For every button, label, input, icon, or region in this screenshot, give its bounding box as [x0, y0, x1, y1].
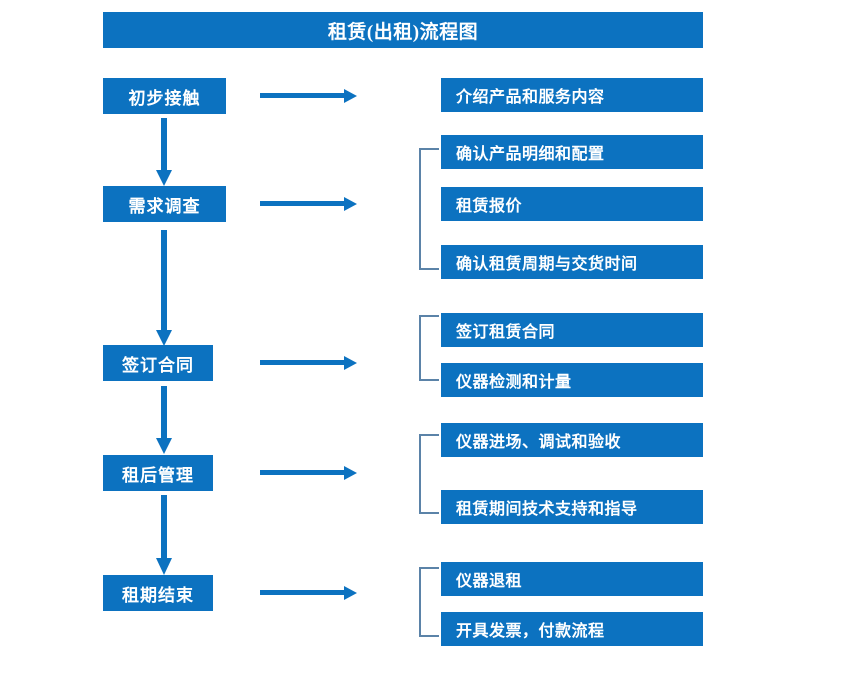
detail-box-technical-support[interactable]: 租赁期间技术支持和指导 [441, 490, 703, 524]
detail-box-sign-rental-contract[interactable]: 签订租赁合同 [441, 313, 703, 347]
group-bracket-post-rent-management [419, 434, 439, 514]
detail-box-instrument-return[interactable]: 仪器退租 [441, 562, 703, 596]
detail-box-confirm-product-spec[interactable]: 确认产品明细和配置 [441, 135, 703, 169]
group-bracket-demand-survey [419, 148, 439, 270]
stage-box-demand-survey[interactable]: 需求调查 [103, 186, 226, 222]
stage-box-sign-contract[interactable]: 签订合同 [103, 345, 213, 381]
horizontal-arrow-post-rent-management [260, 464, 360, 482]
detail-box-invoice-payment[interactable]: 开具发票，付款流程 [441, 612, 703, 646]
detail-box-confirm-period-delivery[interactable]: 确认租赁周期与交货时间 [441, 245, 703, 279]
stage-box-post-rent-management[interactable]: 租后管理 [103, 455, 213, 491]
stage-box-initial-contact[interactable]: 初步接触 [103, 78, 226, 114]
vertical-arrow-contract-to-mgmt [152, 386, 176, 456]
horizontal-arrow-rental-end [260, 584, 360, 602]
group-bracket-rental-end [419, 567, 439, 637]
horizontal-arrow-initial-contact [260, 87, 360, 105]
vertical-arrow-survey-to-contract [152, 230, 176, 348]
group-bracket-sign-contract [419, 315, 439, 381]
detail-box-rental-quotation[interactable]: 租赁报价 [441, 187, 703, 221]
vertical-arrow-contact-to-survey [152, 118, 176, 188]
detail-box-instrument-inspection[interactable]: 仪器检测和计量 [441, 363, 703, 397]
detail-box-instrument-entry-commissioning[interactable]: 仪器进场、调试和验收 [441, 423, 703, 457]
horizontal-arrow-demand-survey [260, 195, 360, 213]
page-title: 租赁(出租)流程图 [103, 12, 703, 48]
horizontal-arrow-sign-contract [260, 354, 360, 372]
stage-box-rental-end[interactable]: 租期结束 [103, 575, 213, 611]
detail-box-introduce-products[interactable]: 介绍产品和服务内容 [441, 78, 703, 112]
vertical-arrow-mgmt-to-end [152, 495, 176, 577]
